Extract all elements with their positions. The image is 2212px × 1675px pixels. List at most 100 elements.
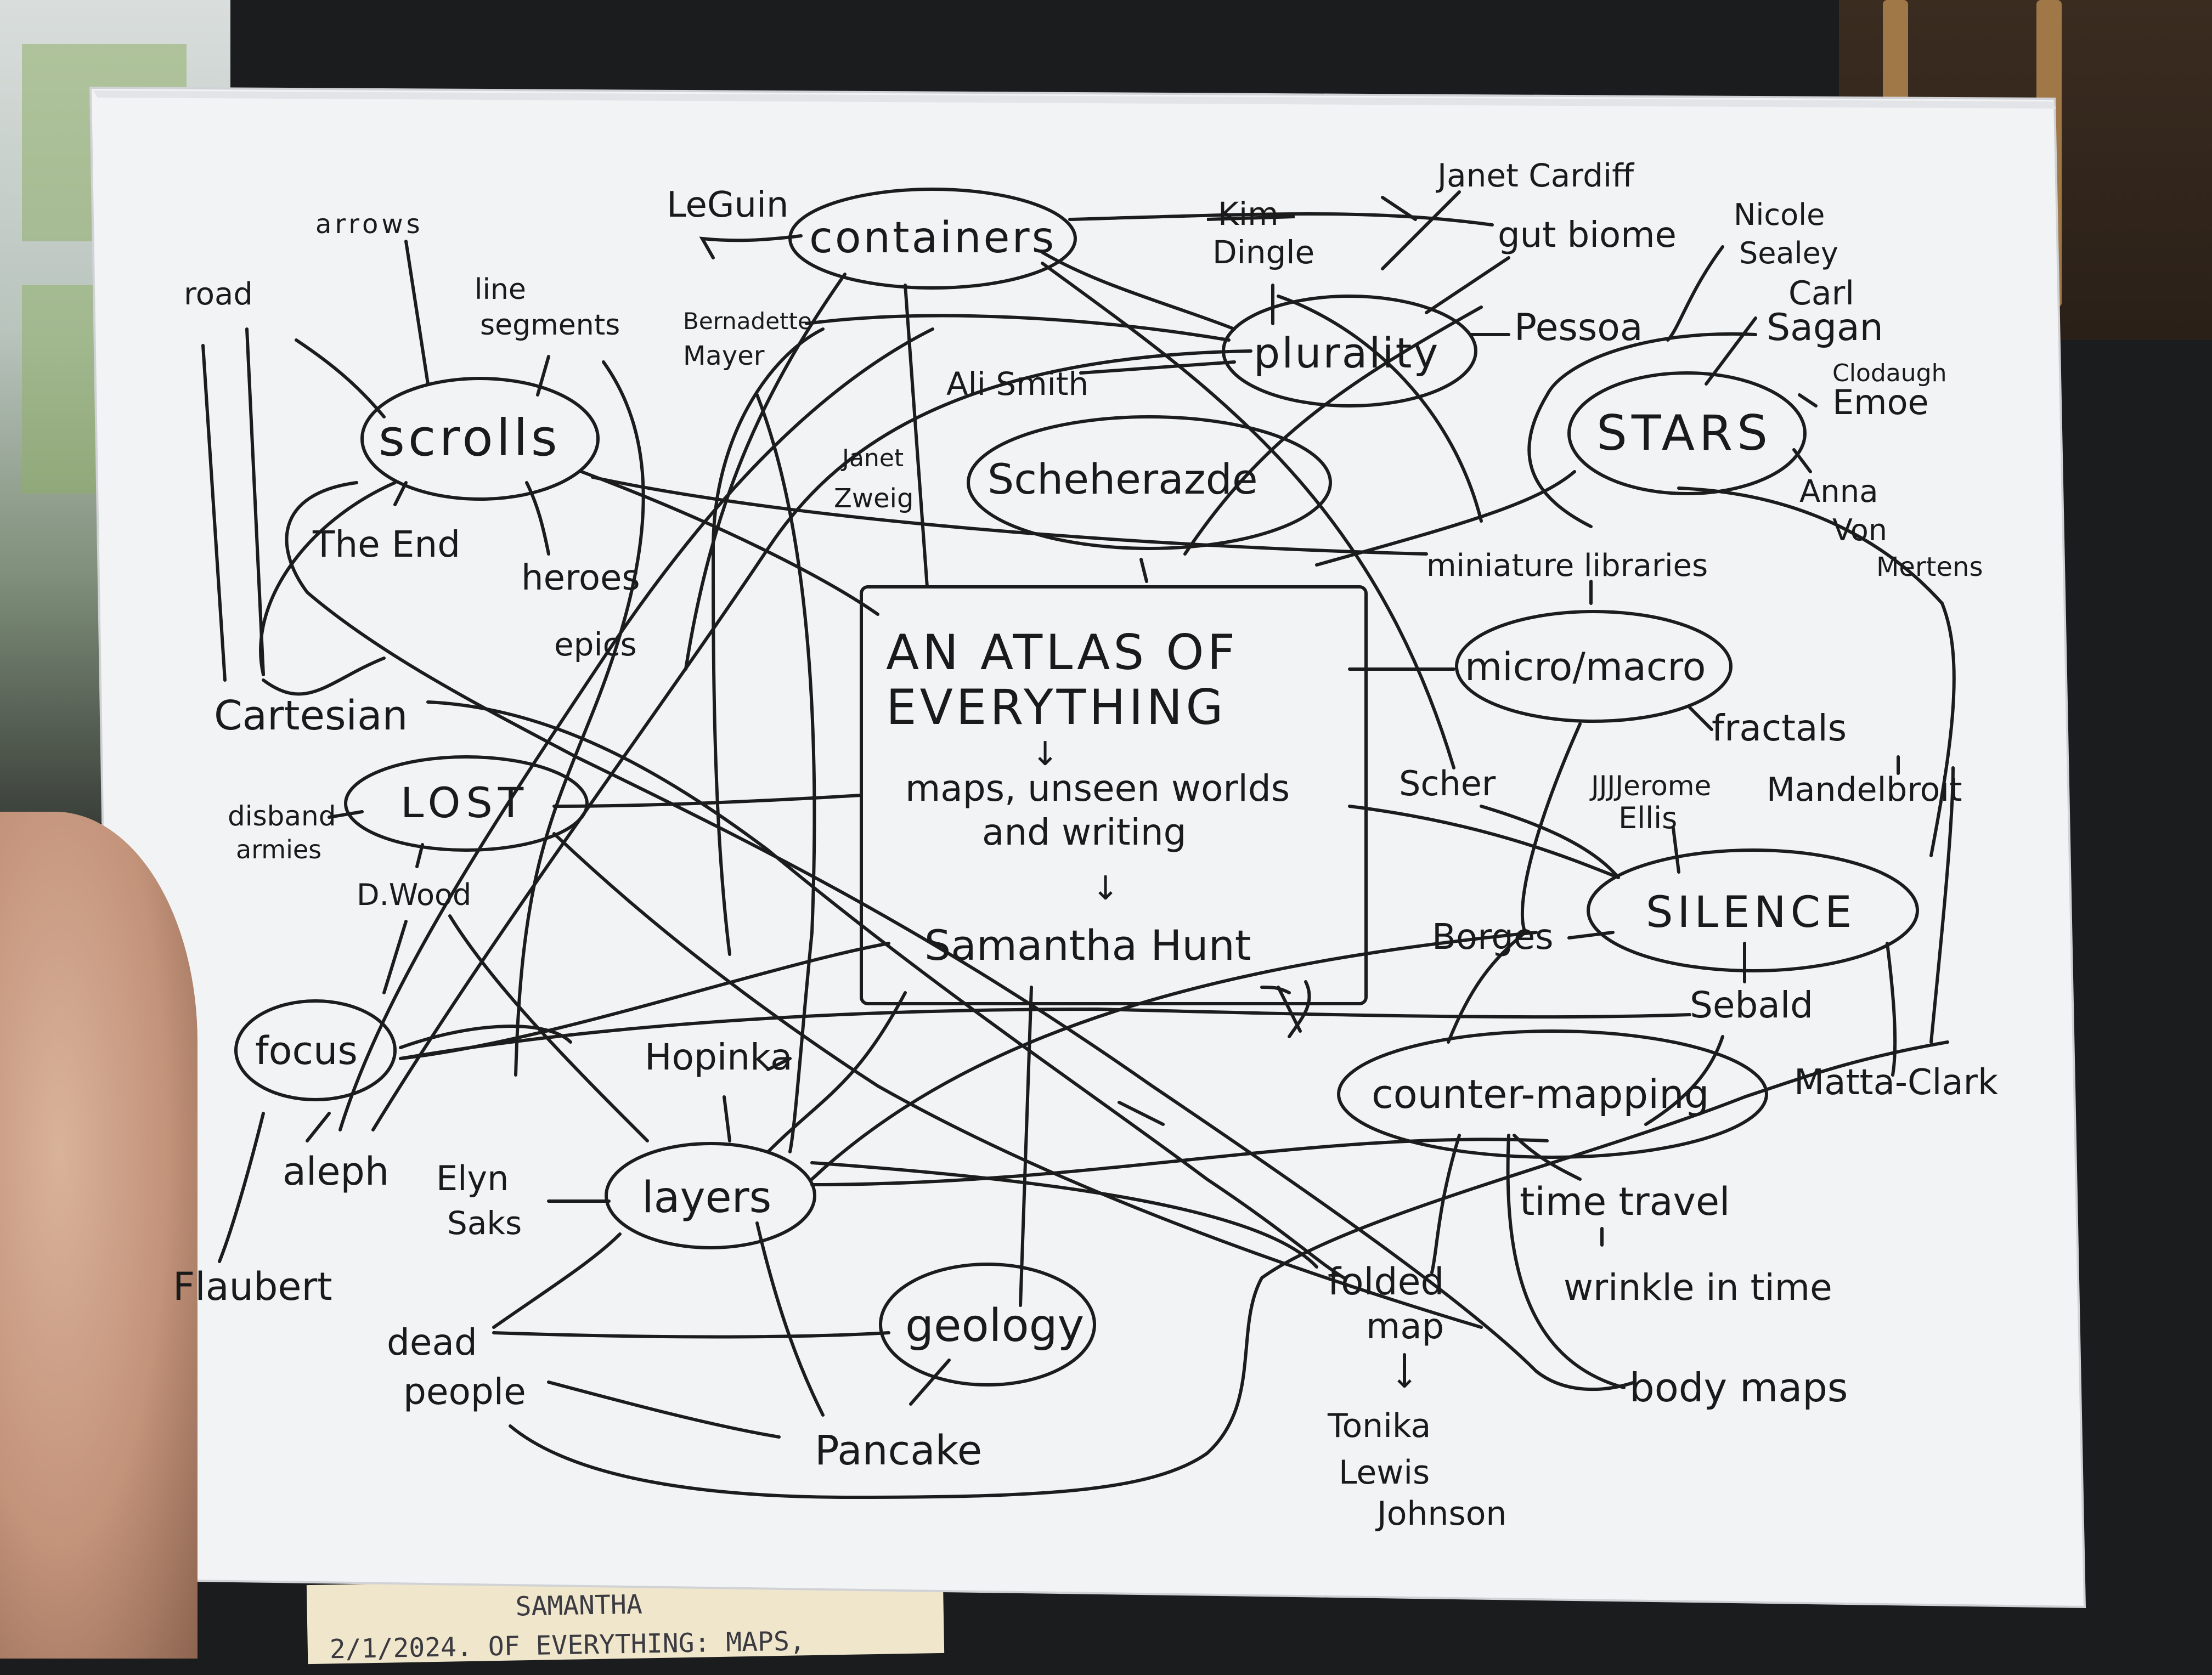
link-line	[1506, 1134, 1626, 1389]
scrolls-ring	[360, 377, 600, 501]
node-lost: LOST	[400, 778, 529, 827]
link-line	[1315, 470, 1576, 567]
link-line	[1480, 805, 1620, 879]
label-mayer: Mayer	[683, 341, 765, 371]
link-line	[509, 1040, 1949, 1499]
label-emoe: Emoe	[1832, 382, 1929, 422]
link-line	[766, 991, 907, 1153]
label-epics: epics	[554, 626, 637, 663]
center-arrow: ↓	[1092, 869, 1119, 908]
label-carl: Carl	[1788, 274, 1854, 313]
center-box	[860, 585, 1368, 1005]
node-focus: focus	[255, 1028, 358, 1073]
label-anna: Anna	[1799, 474, 1878, 510]
link-line	[525, 481, 550, 556]
strikethrough-kim: Kim	[1206, 195, 1295, 233]
link-line	[1118, 1101, 1165, 1126]
link-line	[492, 1331, 890, 1339]
link-line	[1886, 942, 1897, 1077]
label-clodaugh: Clodaugh	[1832, 359, 1946, 387]
node-scrolls: scrolls	[379, 409, 561, 467]
link-line	[514, 360, 645, 1077]
label-kim: Kim	[1218, 195, 1279, 233]
label-d-wood: D.Wood	[357, 878, 471, 912]
link-line	[492, 1232, 622, 1329]
link-line	[1277, 295, 1483, 523]
center-subtitle-line1: maps, unseen worlds	[905, 767, 1290, 810]
link-line	[1798, 393, 1818, 408]
link-line	[382, 920, 408, 994]
link-line	[1527, 332, 1757, 528]
label-dead: dead	[387, 1321, 477, 1363]
link-line	[245, 327, 265, 676]
node-plurality: plurality	[1254, 329, 1440, 377]
plurality-ring	[1222, 295, 1477, 408]
label-armies: armies	[236, 835, 321, 864]
label-borges: Borges	[1432, 917, 1554, 958]
center-arrow: ↓	[1031, 735, 1059, 773]
link-line	[1666, 245, 1724, 342]
node-containers: containers	[809, 213, 1056, 263]
label-map: map	[1366, 1306, 1444, 1347]
link-line	[328, 810, 364, 819]
link-line	[1567, 931, 1615, 940]
link-line	[766, 1057, 792, 1071]
link-line	[547, 1380, 781, 1439]
geology-ring	[879, 1263, 1096, 1387]
link-line	[580, 470, 879, 616]
label-segments: segments	[480, 309, 620, 342]
link-line	[805, 314, 1231, 342]
label-sealey: Sealey	[1739, 236, 1838, 270]
link-line	[723, 1095, 731, 1142]
link-line	[1381, 196, 1417, 221]
link-line	[810, 1138, 1549, 1186]
label-the-end: The End	[312, 523, 460, 565]
link-line	[1425, 256, 1510, 314]
link-line	[1041, 262, 1455, 769]
link-line	[306, 1112, 331, 1142]
link-line	[1430, 1134, 1461, 1274]
stars-ring	[1567, 371, 1807, 495]
label-road: road	[184, 276, 253, 312]
link-line	[338, 327, 934, 1131]
label-nicole: Nicole	[1734, 197, 1825, 232]
label-body-maps: body maps	[1629, 1365, 1848, 1411]
label-pessoa: Pessoa	[1514, 306, 1643, 349]
label-wrinkle-in-time: wrinkle in time	[1564, 1266, 1832, 1309]
containers-ring	[788, 188, 1077, 290]
link-line	[1672, 827, 1680, 874]
link-line	[426, 700, 1346, 1280]
center-text: AN ATLAS OF EVERYTHING ↓ maps, unseen wo…	[886, 624, 1290, 970]
label-janet-cardiff: Janet Cardiff	[1436, 157, 1635, 194]
arrow-to-tonika: ↓	[1391, 1357, 1418, 1396]
silence-ring	[1587, 848, 1919, 972]
label-bernadette: Bernadette	[683, 308, 812, 335]
link-line	[904, 284, 929, 588]
node-geology: geology	[905, 1300, 1084, 1352]
link-line	[552, 794, 863, 808]
link-line	[1929, 766, 1955, 1044]
link-line	[536, 355, 550, 397]
link-line	[699, 234, 803, 259]
focus-ring	[234, 999, 397, 1101]
link-line	[1288, 980, 1311, 1038]
label-fractals: fractals	[1712, 707, 1847, 749]
link-line	[404, 240, 430, 386]
link-line	[218, 1112, 265, 1263]
label-pancake: Pancake	[815, 1427, 982, 1474]
node-micro-macro: micro/macro	[1465, 644, 1706, 689]
center-subtitle-line2: and writing	[982, 811, 1187, 853]
link-line	[1677, 486, 1956, 857]
node-scheherazade: Scheherazde	[988, 455, 1258, 503]
label-arrows: arrows	[315, 209, 424, 240]
link-line	[1041, 251, 1236, 331]
label-flaubert: Flaubert	[173, 1264, 332, 1309]
label-scher: Scher	[1399, 763, 1496, 803]
node-counter-mapping: counter-mapping	[1372, 1071, 1709, 1117]
label-jjjjerome: JJJJerome	[1589, 770, 1711, 802]
layers-ring	[605, 1142, 816, 1249]
label-disband: disband	[228, 800, 336, 832]
label-elyn: Elyn	[436, 1158, 509, 1198]
